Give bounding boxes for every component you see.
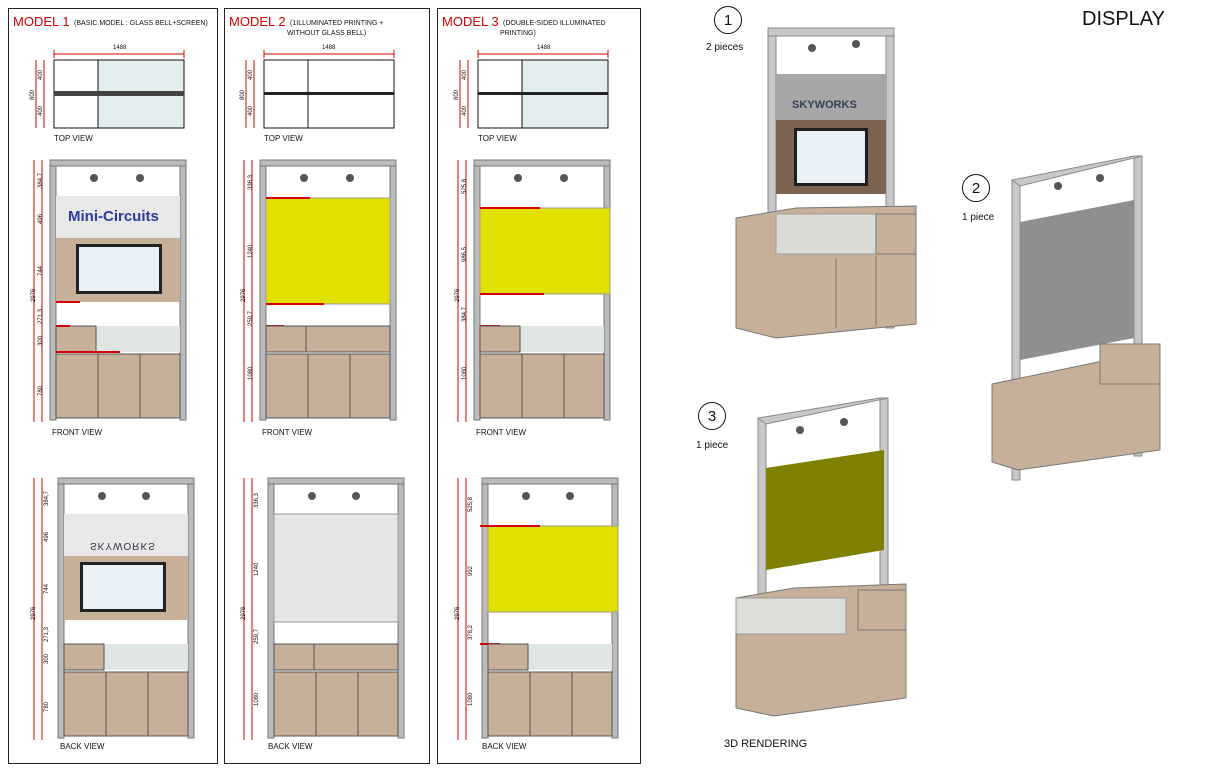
model-1-back-view-label: BACK VIEW (60, 742, 105, 751)
model-2-front-view-label: FRONT VIEW (262, 428, 313, 437)
model-3-top-dim-800: 800 (454, 89, 460, 100)
model-2-top-view (245, 50, 395, 129)
model-3-title: MODEL 3 (442, 14, 499, 29)
model-2-back-d2: 1240 (254, 562, 260, 576)
model-1-front-d1: 384,7 (38, 172, 44, 188)
render-3-illustration (735, 397, 907, 717)
model-1-front-d5: 300 (38, 335, 44, 346)
model-3-front-view (457, 159, 611, 422)
model-1-front-view (33, 159, 187, 422)
model-3-width-dim: 1488 (537, 45, 551, 51)
model-2-front-d2: 1240 (248, 244, 254, 258)
model-1-title: MODEL 1 (13, 14, 70, 29)
model-2-top-view-label: TOP VIEW (264, 134, 303, 143)
model-3-back-d1: 525,8 (468, 496, 474, 512)
model-3-front-view-label: FRONT VIEW (476, 428, 527, 437)
model-2-front-total: 2976 (241, 288, 247, 302)
model-2-top-dim-400a: 400 (248, 69, 254, 80)
render-1-brand: SKYWORKS (792, 99, 857, 111)
model-3-top-view-label: TOP VIEW (478, 134, 517, 143)
model-1-back-view (33, 477, 195, 740)
model-1-back-d5: 300 (44, 653, 50, 664)
model-1-top-dim-400b: 400 (38, 105, 44, 116)
render-3-number: 3 (698, 402, 726, 430)
model-1-front-total: 2976 (31, 288, 37, 302)
model-2-front-view (243, 159, 397, 422)
render-2-pieces: 1 piece (962, 212, 995, 223)
model-1-width-dim: 1488 (113, 45, 127, 51)
model-3-front-total: 2976 (455, 288, 461, 302)
model-2-front-d1: 336,3 (248, 174, 254, 190)
model-2-desc: (1ILLUMINATED PRINTING + (290, 20, 384, 27)
model-1-front-d4: 271,3 (38, 308, 44, 324)
model-2-back-view-label: BACK VIEW (268, 742, 313, 751)
model-2-back-d1: 336,3 (254, 492, 260, 508)
model-1-front-brand: Mini-Circuits (68, 208, 159, 225)
model-1-front-d6: 780 (38, 385, 44, 396)
model-3-back-view (457, 477, 619, 740)
render-2-number: 2 (962, 174, 990, 202)
model-1-top-view (35, 50, 185, 129)
render-1-number: 1 (714, 6, 742, 34)
model-2-title: MODEL 2 (229, 14, 286, 29)
display-heading: DISPLAY (1082, 8, 1165, 30)
model-1-top-view-label: TOP VIEW (54, 134, 93, 143)
model-3-front-d1: 525,8 (462, 178, 468, 194)
model-2-back-d3: 259,7 (254, 628, 260, 644)
model-1-back-d2: 496 (44, 531, 50, 542)
model-1-top-dim-400a: 400 (38, 69, 44, 80)
model-1-front-view-label: FRONT VIEW (52, 428, 103, 437)
render-2-illustration (991, 155, 1161, 481)
model-2-back-view (243, 477, 405, 740)
model-1-back-brand: SKYWORKS (90, 540, 156, 551)
model-2-top-dim-400b: 400 (248, 105, 254, 116)
render-1-illustration: SKYWORKS (735, 27, 917, 339)
model-3-back-d4: 1080 (468, 692, 474, 706)
model-2-back-d4: 1080 (254, 692, 260, 706)
model-3-front-d3: 384,7 (462, 306, 468, 322)
model-3-top-dim-400a: 400 (462, 69, 468, 80)
model-2-top-dim-800: 800 (240, 89, 246, 100)
model-1-back-d4: 271,3 (44, 626, 50, 642)
model-1-top-dim-800: 800 (30, 89, 36, 100)
model-2-front-d4: 1080 (248, 366, 254, 380)
model-1-desc: (BASIC MODEL : GLASS BELL+SCREEN) (74, 20, 208, 27)
model-2-front-d3: 259,7 (248, 310, 254, 326)
render-1-pieces: 2 pieces (706, 42, 744, 53)
model-3-back-d3: 378,2 (468, 624, 474, 640)
model-1-back-total: 2976 (31, 606, 37, 620)
model-3-back-d2: 992 (468, 565, 474, 576)
model-3-back-view-label: BACK VIEW (482, 742, 527, 751)
model-2-width-dim: 1488 (322, 45, 336, 51)
model-2-back-total: 2976 (241, 606, 247, 620)
model-1-back-d6: 780 (44, 701, 50, 712)
model-1-front-d3: 744 (38, 265, 44, 276)
model-2-desc-2: WITHOUT GLASS BELL) (287, 30, 367, 37)
model-3-front-d4: 1080 (462, 366, 468, 380)
render-caption: 3D RENDERING (724, 738, 808, 750)
model-3-top-view (459, 50, 609, 129)
render-3-pieces: 1 piece (696, 440, 729, 451)
model-1-back-d1: 384,7 (44, 490, 50, 506)
model-1-front-d2: 496 (38, 213, 44, 224)
model-1-back-d3: 744 (44, 583, 50, 594)
model-3-front-d2: 986,5 (462, 246, 468, 262)
model-3-back-total: 2976 (455, 606, 461, 620)
model-3-desc-2: PRINTING) (500, 30, 536, 37)
model-3-top-dim-400b: 400 (462, 105, 468, 116)
model-3-desc: (DOUBLE-SIDED ILLUMINATED (503, 20, 606, 27)
